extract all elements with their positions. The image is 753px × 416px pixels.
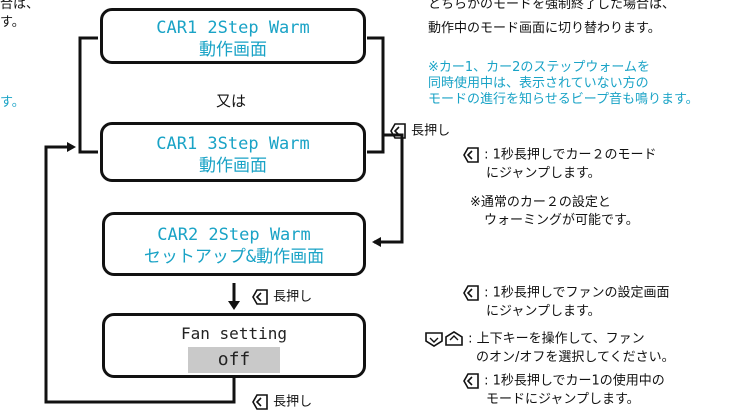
long-press-label-2: 長押し	[251, 288, 312, 307]
top-right-note: とちらかのモードを強制終了した場合は、 動作中のモード画面に切り替わります。	[428, 0, 675, 38]
car2-jump-line1: : 1秒長押しでカー２のモード	[484, 147, 657, 163]
top-right-line2: 動作中のモード画面に切り替わります。	[428, 21, 661, 36]
car1-jump-line2: モードにジャンプします。	[486, 391, 640, 407]
car2-note-line1: ※通常のカー２の設定と	[470, 195, 611, 210]
cyan-note: ※カー1、カー2のステップウォームを 同時使用中は、表示されていない方の モード…	[428, 60, 699, 108]
left-fragment-line1: 合は、	[0, 0, 40, 12]
left-bracket	[78, 36, 98, 154]
back-key-icon	[390, 123, 406, 139]
screen-car1-3step-line2: 動作画面	[199, 156, 267, 176]
down-key-icon	[425, 332, 443, 347]
car2-note: ※通常のカー２の設定と ウォーミングが可能です。	[470, 194, 639, 230]
instruction-car1-jump: : 1秒長押しでカー1の使用中の モードにジャンプします。	[462, 372, 665, 409]
back-key-icon	[463, 285, 479, 301]
instruction-fan-jump: : 1秒長押しでファンの設定画面 にジャンプします。	[462, 284, 670, 321]
screen-fan-setting: Fan setting off	[102, 313, 366, 378]
cyan-note-line3: モードの進行を知らせるビープ音も鳴ります。	[428, 92, 699, 107]
car2-jump-line2: にジャンプします。	[486, 165, 601, 181]
instruction-updown: : 上下キーを操作して、ファン のオン/オフを選択してください。	[424, 330, 675, 367]
or-label: 又は	[216, 92, 247, 110]
back-key-icon	[463, 373, 479, 389]
long-press-label-3: 長押し	[251, 393, 312, 412]
fan-setting-label: Fan setting	[181, 324, 287, 343]
fan-jump-line1: : 1秒長押しでファンの設定画面	[484, 285, 670, 301]
back-key-icon	[463, 147, 479, 163]
updown-line1: : 上下キーを操作して、ファン	[468, 331, 645, 347]
left-fragment-cyan: す。	[0, 95, 25, 110]
long-press-label-1: 長押し	[389, 122, 450, 141]
loop-back-line	[44, 145, 236, 404]
fan-setting-value: off	[187, 347, 281, 373]
instruction-car2-jump: : 1秒長押しでカー２のモード にジャンプします。	[462, 146, 657, 183]
back-key-icon	[252, 394, 268, 410]
screen-car2-2step: CAR2 2Step Warm セットアップ&動作画面	[102, 212, 366, 276]
screen-car2-2step-line2: セットアップ&動作画面	[143, 247, 325, 267]
left-fragment-line2: す。	[0, 15, 25, 30]
screen-car1-3step: CAR1 3Step Warm 動作画面	[100, 122, 366, 182]
right-bracket	[367, 36, 385, 154]
screen-car1-2step: CAR1 2Step Warm 動作画面	[100, 8, 366, 64]
back-key-icon	[252, 289, 268, 305]
cyan-note-line1: ※カー1、カー2のステップウォームを	[428, 60, 651, 75]
screen-car1-2step-line1: CAR1 2Step Warm	[156, 18, 310, 38]
updown-line2: のオン/オフを選択してください。	[476, 349, 675, 365]
screen-car2-2step-line1: CAR2 2Step Warm	[157, 225, 311, 245]
long-press-text-1: 長押し	[411, 123, 451, 139]
cyan-note-line2: 同時使用中は、表示されていない方の	[428, 76, 649, 91]
top-right-line1: とちらかのモードを強制終了した場合は、	[428, 0, 676, 12]
car1-jump-line1: : 1秒長押しでカー1の使用中の	[484, 373, 665, 389]
up-key-icon	[445, 331, 463, 346]
car2-note-line2: ウォーミングが可能です。	[484, 213, 639, 228]
left-fragment: 合は、 す。	[0, 0, 39, 32]
long-press-text-2: 長押し	[273, 289, 313, 305]
long-press-text-3: 長押し	[273, 394, 313, 410]
screen-car1-2step-line2: 動作画面	[199, 40, 267, 60]
screen-car1-3step-line1: CAR1 3Step Warm	[156, 134, 310, 154]
fan-jump-line2: にジャンプします。	[486, 303, 601, 319]
